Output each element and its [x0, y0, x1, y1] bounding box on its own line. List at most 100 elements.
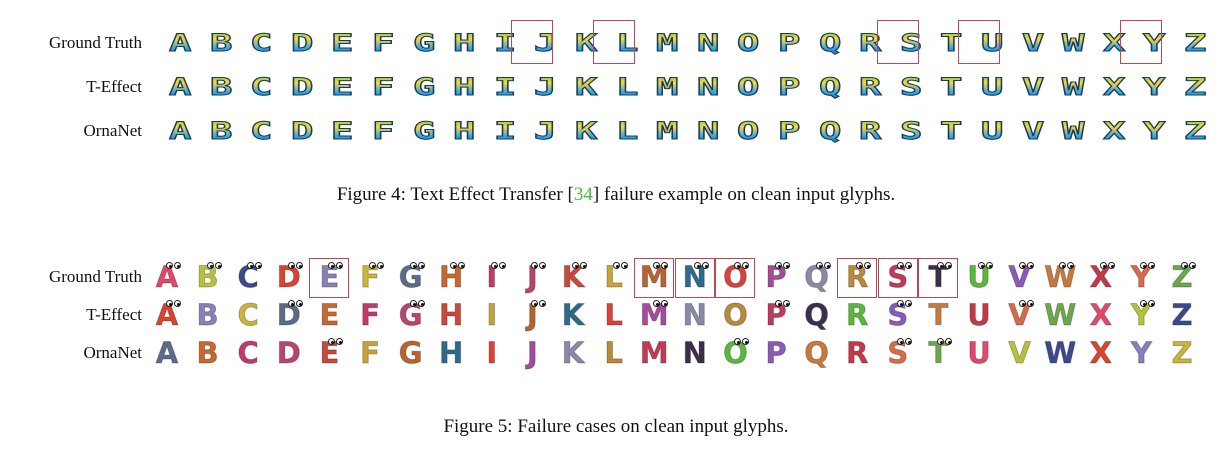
glyph-v: V: [1003, 299, 1037, 332]
cartoon-eyes-icon: [328, 338, 344, 346]
glyph-u: U: [962, 261, 996, 294]
glyph-c: C: [249, 117, 273, 145]
cartoon-eyes-icon: [815, 262, 832, 270]
glyph-b: B: [209, 73, 233, 101]
glyph-k: K: [556, 261, 590, 294]
glyph-n: N: [696, 73, 720, 101]
glyph-y: Y: [1143, 29, 1167, 57]
glyph-s: S: [881, 299, 915, 332]
glyph-l: L: [615, 73, 639, 101]
glyph-x: X: [1102, 29, 1126, 57]
glyph-j: J: [534, 29, 558, 57]
glyph-x: X: [1102, 117, 1126, 145]
cartoon-eyes-icon: [937, 262, 953, 270]
glyph-i: I: [486, 298, 498, 332]
cartoon-eyes-icon: [896, 262, 913, 270]
cartoon-eyes-icon: [856, 262, 872, 270]
highlight-box: [309, 258, 350, 298]
cartoon-eyes-icon: [775, 300, 791, 308]
glyph-d: D: [272, 299, 306, 332]
glyph-i: I: [475, 261, 509, 294]
highlight-box: [634, 258, 675, 298]
cartoon-eyes-icon: [1059, 262, 1075, 270]
glyph-r: R: [840, 261, 874, 294]
glyph-t: T: [940, 117, 964, 145]
glyph-a: A: [168, 73, 192, 101]
cartoon-eyes-icon: [693, 262, 710, 270]
glyph-f: F: [360, 336, 381, 370]
cartoon-eyes-icon: [896, 300, 913, 308]
glyph-q: Q: [818, 29, 842, 57]
glyph-l: L: [604, 336, 623, 370]
glyph-s: S: [899, 117, 923, 145]
highlight-box: [876, 20, 919, 64]
glyph-b: B: [191, 261, 225, 294]
cartoon-eyes-icon: [490, 262, 507, 270]
glyph-z: Z: [1171, 298, 1193, 332]
glyph-t: T: [940, 73, 964, 101]
glyph-o: O: [718, 337, 752, 370]
glyph-n: N: [696, 29, 720, 57]
glyph-q: Q: [804, 298, 830, 332]
glyph-p: P: [777, 29, 801, 57]
glyph-e: E: [331, 29, 355, 57]
cartoon-eyes-icon: [409, 300, 426, 308]
glyph-d: D: [290, 117, 314, 145]
glyph-z: Z: [1183, 117, 1207, 145]
glyph-x: X: [1089, 336, 1112, 370]
highlight-box: [511, 20, 554, 64]
cartoon-eyes-icon: [531, 262, 547, 270]
glyph-d: D: [272, 261, 306, 294]
glyph-h: H: [452, 29, 476, 57]
glyph-j: J: [515, 299, 549, 332]
glyph-k: K: [574, 73, 598, 101]
glyph-i: I: [493, 117, 517, 145]
citation-link[interactable]: 34: [573, 184, 593, 205]
glyph-w: W: [1061, 117, 1085, 145]
glyph-w: W: [1044, 336, 1077, 370]
glyph-g: G: [394, 299, 428, 332]
glyph-s: S: [881, 261, 915, 294]
glyph-l: L: [597, 261, 631, 294]
cartoon-eyes-icon: [450, 262, 466, 270]
caption-text: Figure 4: Text Effect Transfer [: [336, 184, 574, 205]
glyph-d: D: [290, 29, 314, 57]
glyph-j: J: [526, 336, 538, 370]
glyph-c: C: [237, 298, 259, 332]
glyph-q: Q: [800, 261, 834, 294]
cartoon-eyes-icon: [1181, 262, 1197, 270]
glyph-b: B: [209, 29, 233, 57]
glyph-p: P: [777, 117, 801, 145]
glyph-t: T: [940, 29, 964, 57]
glyph-t: T: [921, 261, 955, 294]
highlight-box: [1120, 20, 1163, 64]
glyph-w: W: [1044, 260, 1077, 294]
glyph-i: I: [493, 73, 517, 101]
glyph-j: J: [534, 73, 558, 101]
glyph-s: S: [899, 73, 923, 101]
glyph-y: Y: [1143, 117, 1167, 145]
glyph-e: E: [331, 73, 355, 101]
glyph-o: O: [737, 73, 761, 101]
glyph-w: W: [1061, 73, 1085, 101]
highlight-box: [592, 20, 635, 64]
glyph-c: C: [249, 73, 273, 101]
row-label: OrnaNet: [83, 343, 142, 362]
glyph-f: F: [353, 261, 387, 294]
glyph-y: Y: [1143, 73, 1167, 101]
glyph-m: M: [655, 117, 679, 145]
cartoon-eyes-icon: [166, 262, 182, 270]
glyph-f: F: [371, 29, 395, 57]
cartoon-eyes-icon: [734, 262, 750, 270]
glyph-l: L: [615, 29, 639, 57]
glyph-k: K: [561, 336, 585, 370]
glyph-a: A: [150, 299, 184, 332]
highlight-box: [674, 258, 715, 298]
glyph-p: P: [777, 73, 801, 101]
